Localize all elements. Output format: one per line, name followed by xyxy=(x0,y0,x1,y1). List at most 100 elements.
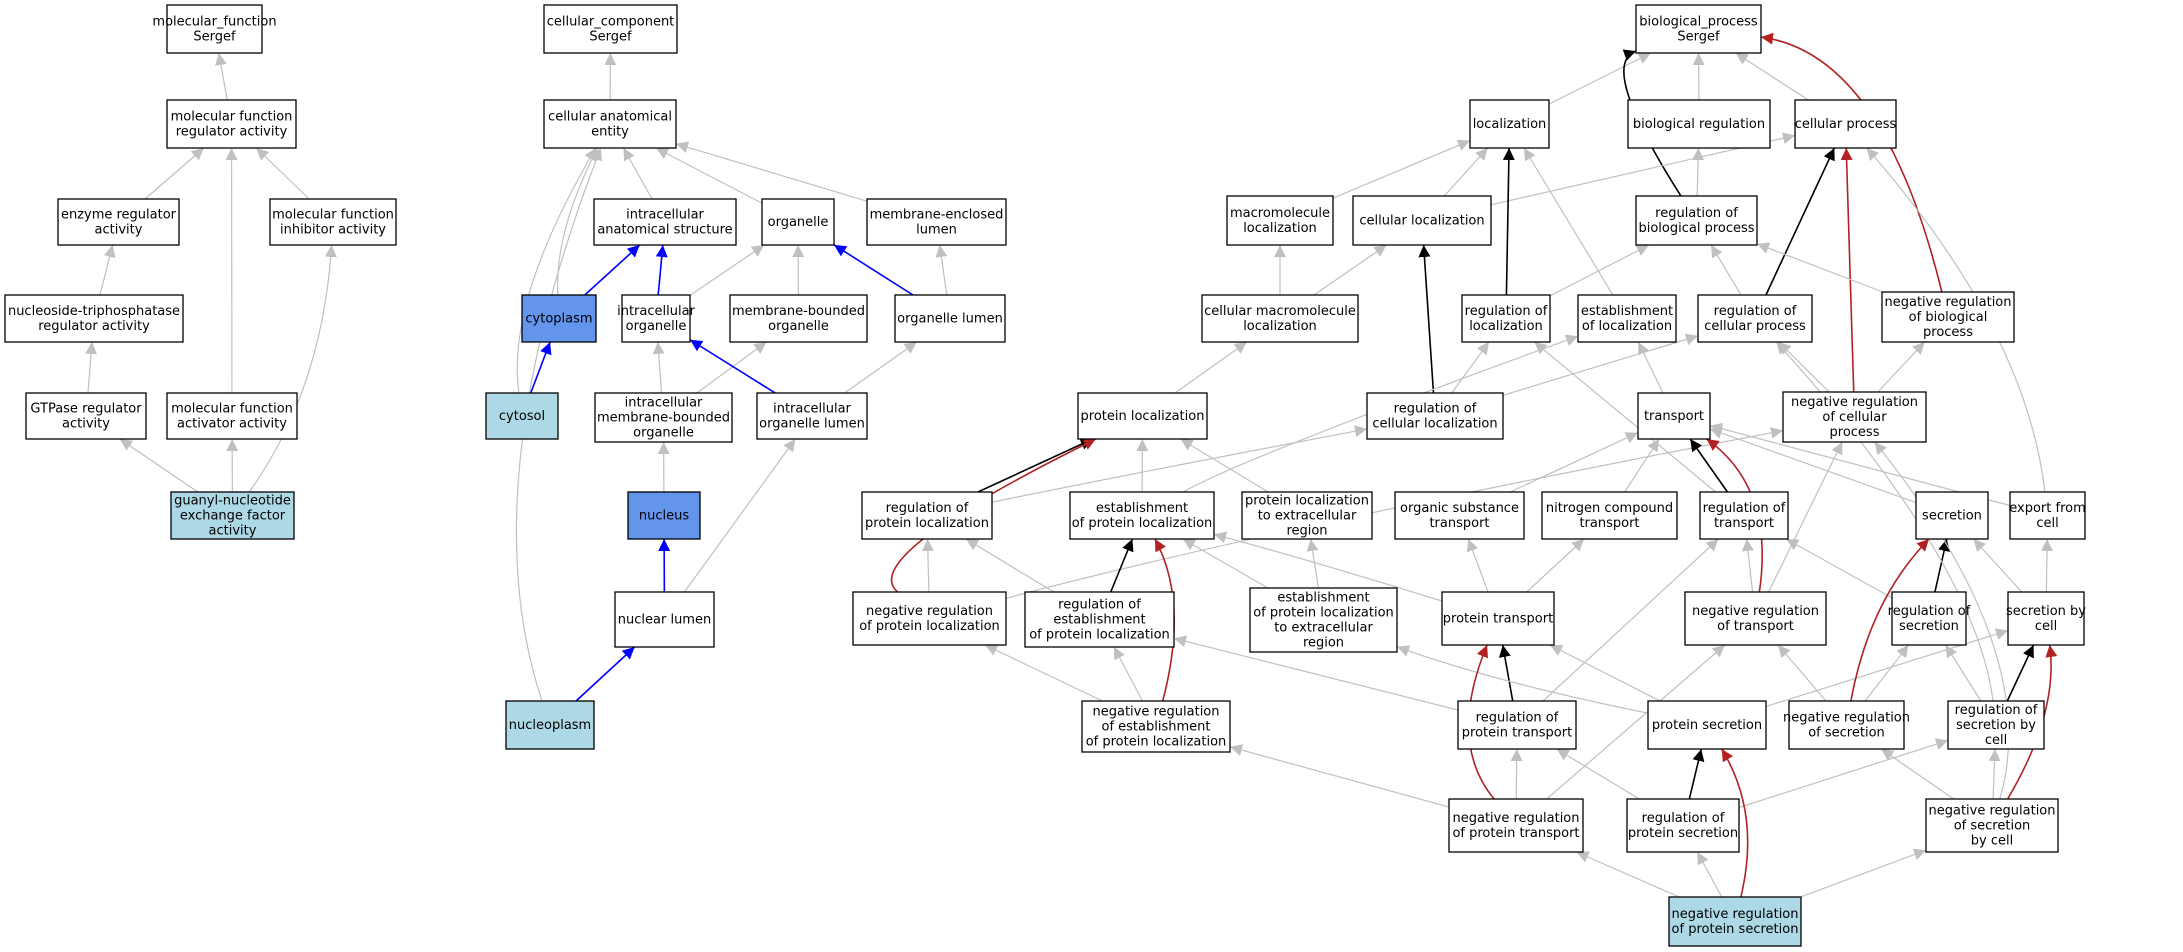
term-box xyxy=(1637,392,1711,440)
edge-is-a-secretion-to-transport xyxy=(1709,427,1917,504)
term-node-prot-transport[interactable]: protein transport xyxy=(1441,591,1555,646)
term-box xyxy=(894,294,1006,343)
term-label-line: cellular_component xyxy=(547,15,675,30)
edge-is-a-cell-loc-to-localization xyxy=(1443,147,1489,197)
term-label-line: intracellular xyxy=(773,402,851,417)
term-box xyxy=(1668,896,1802,947)
term-box xyxy=(1457,700,1577,750)
term-label-line: entity xyxy=(591,125,629,140)
term-label-line: protein transport xyxy=(1462,726,1572,741)
term-label-line: macromolecule xyxy=(1230,206,1330,221)
term-label-line: organelle lumen xyxy=(759,417,865,432)
term-node-cytoplasm[interactable]: cytoplasm xyxy=(521,294,597,343)
term-label-line: of protein localization xyxy=(859,619,1000,634)
term-box xyxy=(1461,294,1551,343)
term-label-line: protein localization xyxy=(1245,494,1369,509)
term-node-nl[interactable]: nuclear lumen xyxy=(614,591,715,648)
edge-is-a-ias-to-cae xyxy=(622,147,653,200)
edge-regulates-reg-cell-loc-to-cell-loc xyxy=(1418,244,1435,394)
term-label-line: biological regulation xyxy=(1633,117,1765,132)
term-label-line: of secretion xyxy=(1808,726,1885,741)
term-node-cytosol[interactable]: cytosol xyxy=(485,392,559,440)
term-label-line: regulation of xyxy=(1642,811,1725,826)
term-node-prot-loc[interactable]: protein localization xyxy=(1077,392,1208,440)
term-label-line: cytoplasm xyxy=(525,312,592,327)
term-label-line: negative regulation xyxy=(1884,295,2011,310)
term-box xyxy=(1947,700,2045,750)
term-label-line: region xyxy=(1303,636,1344,651)
term-label-line: regulation of xyxy=(1955,703,2038,718)
term-node-organelle[interactable]: organelle xyxy=(761,198,835,246)
edge-is-a-cm-loc-to-cell-loc xyxy=(1313,244,1387,296)
edge-is-a-neg-reg-est-pl-to-neg-reg-pl xyxy=(984,644,1103,702)
term-label-line: process xyxy=(1830,425,1880,440)
term-node-prot-secretion[interactable]: protein secretion xyxy=(1647,700,1767,750)
term-node-cell-proc[interactable]: cellular process xyxy=(1794,99,1897,149)
term-node-secretion[interactable]: secretion xyxy=(1915,491,1989,540)
term-label-line: of protein localization xyxy=(1029,628,1170,643)
edge-is-a-io-to-organelle xyxy=(689,244,765,296)
edge-is-a-neg-reg-pt-to-neg-reg-transport xyxy=(1546,644,1726,800)
term-node-cell-loc[interactable]: cellular localization xyxy=(1352,195,1492,246)
edge-is-a-reg-est-pl-to-reg-prot-loc xyxy=(965,538,1055,593)
term-label-line: molecular function xyxy=(171,110,293,125)
term-label-line: localization xyxy=(1469,319,1543,334)
term-node-nucleoplasm[interactable]: nucleoplasm xyxy=(505,700,595,750)
term-node-transport[interactable]: transport xyxy=(1637,392,1711,440)
term-node-ol[interactable]: organelle lumen xyxy=(894,294,1006,343)
term-label-line: transport xyxy=(1644,409,1704,424)
term-node-localization[interactable]: localization xyxy=(1469,99,1550,149)
term-node-nucleus[interactable]: nucleus xyxy=(627,491,701,540)
term-node-bio-reg[interactable]: biological regulation xyxy=(1627,99,1771,149)
term-label-line: region xyxy=(1286,524,1327,539)
term-box xyxy=(1697,294,1813,343)
